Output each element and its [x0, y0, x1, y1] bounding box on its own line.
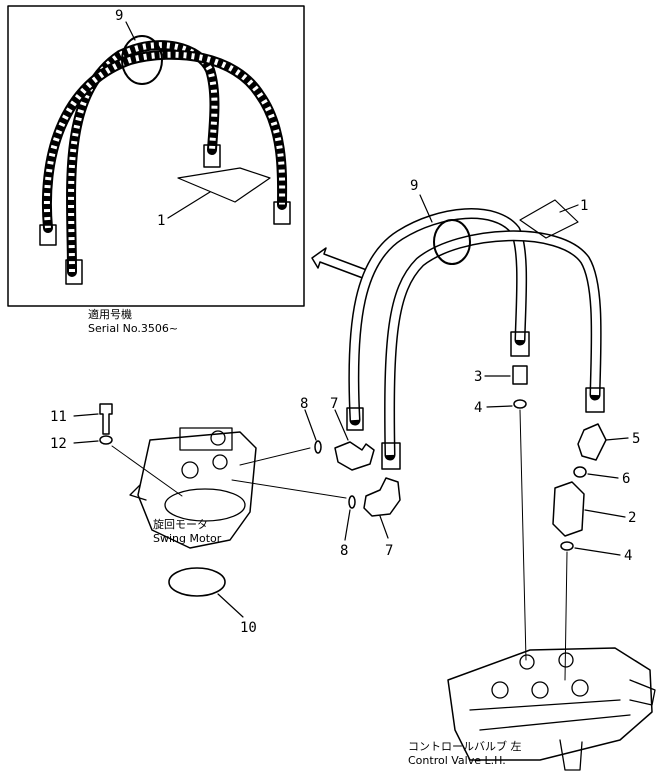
o-ring-4-lower: [560, 541, 574, 551]
hose-fitting-c: [510, 331, 530, 357]
hose-band: [433, 219, 471, 265]
hose-fitting-a: [346, 407, 364, 431]
label-10: 10: [240, 620, 257, 636]
label-1: 1: [580, 198, 588, 214]
hose-fitting-d: [585, 387, 605, 413]
control-valve: [447, 647, 656, 771]
inset-caption-en: Serial No.3506~: [88, 322, 178, 335]
hose-fitting-b: [381, 442, 401, 470]
washer-12: [99, 435, 113, 445]
label-7a: 7: [330, 396, 338, 412]
o-ring-8-upper: [314, 440, 322, 454]
inset-band: [121, 35, 163, 85]
inset-fitting-c: [203, 144, 221, 168]
inset-fitting-d: [273, 201, 291, 225]
elbow-5: [577, 423, 607, 461]
inset-label-hose: 1: [157, 213, 165, 229]
label-8a: 8: [300, 396, 308, 412]
inset-label-band: 9: [115, 8, 123, 24]
elbow-7-upper: [334, 441, 375, 471]
assembly-line-3: [519, 409, 527, 661]
label-4b: 4: [624, 548, 632, 564]
o-ring-10: [168, 567, 226, 597]
bolt-11: [99, 403, 113, 435]
inset-panel: 9 1: [7, 5, 305, 307]
inset-fitting-b: [65, 259, 83, 285]
control-valve-label-en: Control Valve L.H.: [408, 754, 506, 767]
elbow-7-lower: [363, 477, 401, 517]
label-6: 6: [622, 471, 630, 487]
inset-fitting-a: [39, 224, 57, 246]
label-11: 11: [50, 409, 67, 425]
assembly-line-4: [564, 551, 568, 681]
label-4a: 4: [474, 400, 482, 416]
control-valve-label-jp: コントロールバルブ 左: [408, 739, 522, 753]
o-ring-8-lower: [348, 495, 356, 509]
label-12: 12: [50, 436, 67, 452]
label-8b: 8: [340, 543, 348, 559]
swing-motor-label-en: Swing Motor: [153, 532, 222, 545]
swing-motor-label-jp: 旋回モータ: [153, 517, 208, 531]
inset-hose-inner-hl: [43, 51, 286, 229]
label-9: 9: [410, 178, 418, 194]
block-2: [552, 481, 585, 537]
main-hoses: [346, 208, 605, 470]
swing-motor: [129, 427, 257, 549]
inset-hose-outer-hl: [68, 42, 218, 273]
label-2: 2: [628, 510, 636, 526]
label-3: 3: [474, 369, 482, 385]
o-ring-6: [573, 466, 587, 478]
inset-caption-jp: 適用号機: [88, 307, 132, 321]
label-5: 5: [632, 431, 640, 447]
o-ring-4-upper: [513, 399, 527, 409]
inset-hose-inner: [41, 49, 288, 233]
fitting-3: [512, 365, 528, 385]
label-7b: 7: [385, 543, 393, 559]
